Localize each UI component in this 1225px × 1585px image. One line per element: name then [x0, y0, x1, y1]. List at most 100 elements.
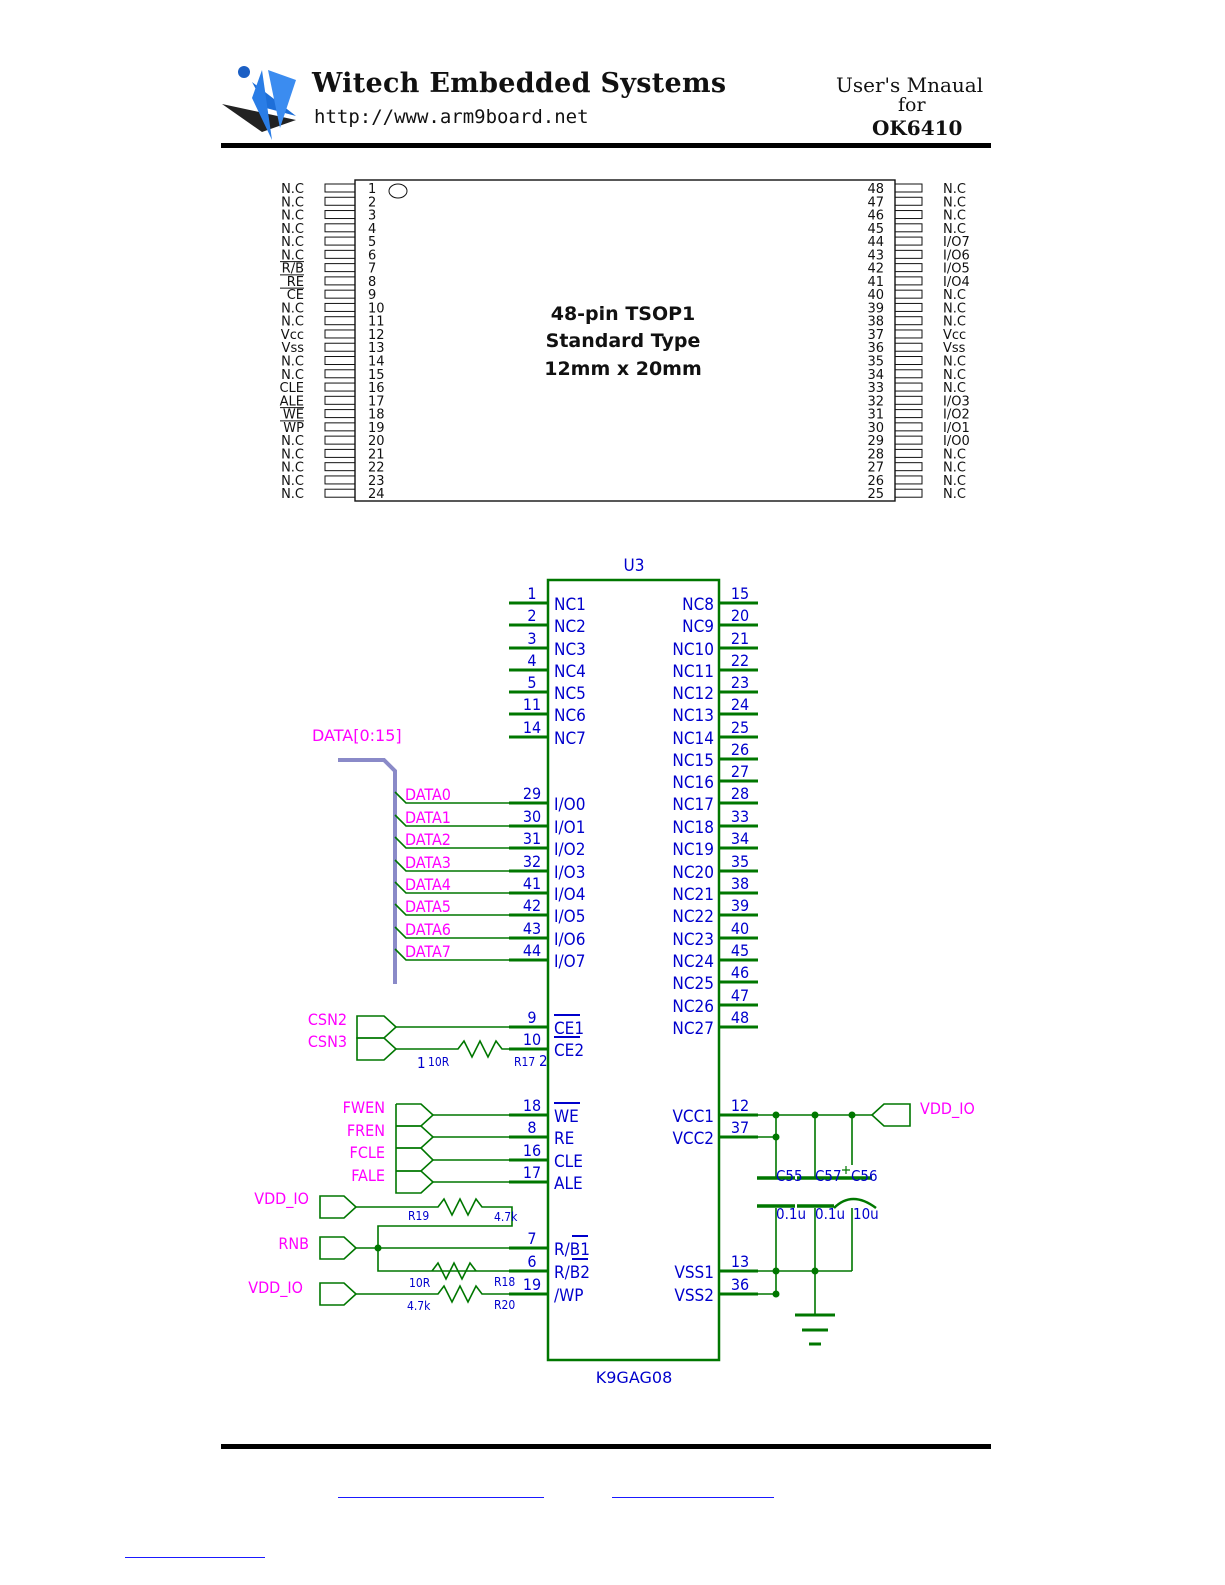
tsop-left-pin-lead [324, 289, 356, 299]
tsop-right-pin-lead [894, 409, 923, 419]
data-net-label: DATA3 [405, 853, 451, 872]
u3-left-pin-name: NC4 [554, 662, 586, 682]
u3-left-pin-name: I/O4 [554, 885, 585, 905]
u3-left-pin-number: 11 [523, 695, 541, 714]
u3-right-pin-name: NC21 [672, 885, 714, 905]
tsop-left-pin-number: 12 [368, 328, 385, 343]
tsop-left-pin-number: 9 [368, 288, 376, 303]
u3-left-pin-name: NC3 [554, 640, 586, 660]
tsop-right-pin-name: N.C [943, 368, 966, 383]
footer-rule [221, 1444, 991, 1449]
c55-ref: C55 [776, 1167, 803, 1185]
u3-left-pin-number: 7 [527, 1229, 536, 1248]
data-bus-label: DATA[0:15] [312, 726, 402, 745]
tsop-right-pin-lead [894, 329, 923, 339]
tsop-right-pin-number: 33 [867, 381, 884, 396]
u3-right-pin-number: 23 [731, 673, 749, 692]
tsop-left-pin-number: 16 [368, 381, 385, 396]
u3-left-pin-number: 30 [523, 807, 541, 826]
u3-right-pin-number: 33 [731, 807, 749, 826]
r17-resistor [420, 1039, 548, 1059]
tsop-left-pin-name: N.C [281, 301, 304, 316]
company-name: Witech Embedded Systems [312, 68, 727, 99]
tsop-left-pin-number: 11 [368, 315, 385, 330]
tsop-left-pin-number: 3 [368, 209, 376, 224]
u3-left-pin-number: 14 [523, 718, 541, 737]
tsop-left-pin-lead [324, 183, 356, 193]
pin1-marker [388, 183, 408, 199]
r20-value: 4.7k [407, 1299, 431, 1313]
tsop-left-pin-name: ALE [280, 394, 304, 409]
u3-right-pin-name: NC16 [672, 773, 714, 793]
u3-left-pin-number: 18 [523, 1096, 541, 1115]
tsop-right-pin-name: Vcc [943, 328, 966, 343]
tsop-right-pin-name: N.C [943, 222, 966, 237]
tsop-left-pin-name: Vss [282, 341, 305, 356]
vdd-io-label-2: VDD_IO [248, 1278, 303, 1298]
company-url[interactable]: http://www.arm9board.net [314, 106, 589, 128]
tsop-left-pin-number: 10 [368, 301, 385, 316]
tsop-left-pin-number: 17 [368, 394, 385, 409]
tsop-left-pin-name: N.C [281, 461, 304, 476]
u3-right-pin-number: 25 [731, 718, 749, 737]
manual-for: for [898, 94, 926, 116]
tsop-right-pin-name: I/O0 [943, 434, 970, 449]
u3-right-pin-number: 26 [731, 740, 749, 759]
tsop-right-pin-name: N.C [943, 182, 966, 197]
fale-label: FALE [351, 1166, 385, 1185]
tsop-left-pin-name: N.C [281, 222, 304, 237]
tsop-left-pin-number: 6 [368, 248, 376, 263]
tsop-left-pin-lead [324, 342, 356, 352]
u3-left-pin-name: NC7 [554, 729, 586, 749]
u3-left-pin-name: ALE [554, 1174, 583, 1194]
u3-left-pin-name: WE [554, 1107, 579, 1127]
u3-left-pin-number: 1 [527, 584, 536, 603]
u3-left-pin-name: I/O1 [554, 818, 585, 838]
data-net-label: DATA7 [405, 942, 451, 961]
tsop-right-pin-name: N.C [943, 381, 966, 396]
u3-right-pin-name: NC18 [672, 818, 714, 838]
u3-right-pin-name: NC19 [672, 840, 714, 860]
csn3-port [356, 1037, 398, 1061]
footer-link-2[interactable] [612, 1497, 774, 1498]
tsop-left-pin-lead [324, 356, 356, 366]
data-net-wire [394, 881, 509, 894]
tsop-left-pin-number: 4 [368, 222, 376, 237]
tsop-right-pin-lead [894, 422, 923, 432]
u3-left-pin-name: CE1 [554, 1019, 584, 1039]
tsop-left-pin-lead [324, 316, 356, 326]
tsop-right-pin-lead [894, 223, 923, 233]
tsop-left-pin-name: N.C [281, 248, 304, 263]
u3-right-pin-name: VCC1 [672, 1107, 714, 1127]
tsop-right-pin-number: 44 [867, 235, 884, 250]
r18-ref: R18 [494, 1275, 515, 1289]
tsop-right-pin-name: N.C [943, 209, 966, 224]
rnb-label: RNB [278, 1234, 309, 1253]
footer-link-1[interactable] [338, 1497, 544, 1498]
u3-right-pin-name: NC20 [672, 863, 714, 883]
tsop-right-pin-lead [894, 276, 923, 286]
tsop-left-pin-name: RE [287, 275, 304, 290]
csn3-label: CSN3 [308, 1032, 347, 1051]
u3-right-pin-name: NC26 [672, 997, 714, 1017]
tsop-left-pin-number: 2 [368, 195, 376, 210]
u3-left-pin-number: 42 [523, 896, 541, 915]
tsop-right-pin-name: N.C [943, 487, 966, 502]
u3-left-pin-number: 3 [527, 629, 536, 648]
tsop-left-pin-lead [324, 196, 356, 206]
u3-left-pin-name: I/O5 [554, 907, 585, 927]
u3-left-pin-number: 44 [523, 941, 541, 960]
tsop-right-pin-lead [894, 488, 923, 498]
tsop-left-pin-lead [324, 435, 356, 445]
tsop-right-pin-lead [894, 316, 923, 326]
tsop-right-pin-number: 32 [867, 394, 884, 409]
tsop-left-pin-number: 15 [368, 368, 385, 383]
r17-ref: R17 [514, 1055, 535, 1069]
footer-link-3[interactable] [125, 1557, 265, 1558]
data-net-wire [394, 791, 509, 804]
tsop-right-pin-lead [894, 249, 923, 259]
u3-left-pin-number: 43 [523, 919, 541, 938]
u3-right-pin-name: NC25 [672, 974, 714, 994]
tsop-left-pin-name: CE [287, 288, 304, 303]
tsop-right-pin-number: 39 [867, 301, 884, 316]
